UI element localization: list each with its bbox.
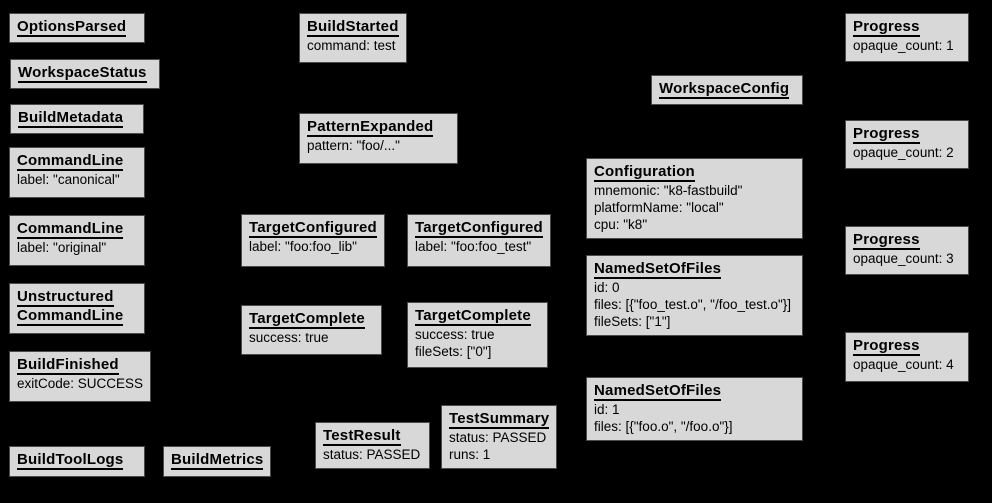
node-field: exitCode: SUCCESS [17, 376, 144, 391]
node-title: BuildMetadata [18, 109, 124, 128]
node-title: CommandLine [17, 152, 124, 171]
node-title: BuildMetrics [171, 451, 264, 470]
node-field: label: "canonical" [17, 172, 120, 187]
node-field: id: 1 [594, 402, 620, 417]
node-named-set-of-files-1: NamedSetOfFiles id: 1 files: [{"foo.o", … [586, 377, 803, 441]
node-field: opaque_count: 4 [853, 357, 954, 372]
node-title: Configuration [594, 163, 695, 182]
node-progress-1: Progress opaque_count: 1 [845, 13, 969, 62]
node-command-line-canonical: CommandLine label: "canonical" [9, 147, 145, 198]
node-title: PatternExpanded [307, 118, 434, 137]
node-field: platformName: "local" [594, 200, 724, 215]
node-field: pattern: "foo/..." [307, 138, 400, 153]
node-progress-4: Progress opaque_count: 4 [845, 332, 969, 382]
node-build-metadata: BuildMetadata [10, 104, 144, 134]
node-title: WorkspaceStatus [18, 64, 147, 83]
node-test-result: TestResult status: PASSED [315, 422, 430, 469]
node-title: BuildToolLogs [17, 451, 124, 470]
node-field: fileSets: ["0"] [415, 344, 492, 359]
node-title: Progress [853, 337, 920, 356]
node-build-finished: BuildFinished exitCode: SUCCESS [9, 351, 152, 402]
node-target-configured-foo-lib: TargetConfigured label: "foo:foo_lib" [241, 214, 385, 267]
node-title: NamedSetOfFiles [594, 382, 722, 401]
node-title: Unstructured [17, 288, 114, 307]
node-options-parsed: OptionsParsed [9, 13, 145, 43]
node-title: TargetConfigured [415, 219, 543, 238]
node-build-started: BuildStarted command: test [299, 13, 407, 63]
node-target-complete-foo-test: TargetComplete success: true fileSets: [… [407, 302, 548, 368]
node-title: OptionsParsed [17, 18, 127, 37]
node-title: WorkspaceConfig [659, 80, 790, 99]
node-field: status: PASSED [449, 430, 547, 445]
node-field: label: "original" [17, 240, 107, 255]
node-pattern-expanded: PatternExpanded pattern: "foo/..." [299, 113, 458, 164]
node-title: CommandLine [17, 220, 124, 239]
node-field: opaque_count: 2 [853, 145, 954, 160]
node-title: TargetConfigured [249, 219, 377, 238]
node-title: BuildFinished [17, 356, 119, 375]
node-field: opaque_count: 3 [853, 251, 954, 266]
node-field: files: [{"foo_test.o", "/foo_test.o"}] [594, 297, 792, 312]
node-field: runs: 1 [449, 447, 491, 462]
node-title: TestResult [323, 427, 401, 446]
node-title: Progress [853, 18, 920, 37]
node-title: CommandLine [17, 307, 124, 326]
node-unstructured-command-line: Unstructured CommandLine [9, 283, 145, 334]
node-field: mnemonic: "k8-fastbuild" [594, 183, 743, 198]
node-workspace-status: WorkspaceStatus [10, 59, 160, 89]
node-field: label: "foo:foo_test" [415, 239, 532, 254]
node-title: TargetComplete [249, 310, 365, 329]
node-field: id: 0 [594, 280, 620, 295]
node-field: success: true [415, 327, 495, 342]
node-target-complete-foo-lib: TargetComplete success: true [241, 305, 382, 355]
node-title: TargetComplete [415, 307, 531, 326]
node-field: command: test [307, 38, 396, 53]
node-title: TestSummary [449, 410, 550, 429]
node-progress-2: Progress opaque_count: 2 [845, 120, 969, 169]
node-field: files: [{"foo.o", "/foo.o"}] [594, 419, 733, 434]
node-field: label: "foo:foo_lib" [249, 239, 357, 254]
node-title: Progress [853, 231, 920, 250]
node-title: Progress [853, 125, 920, 144]
node-workspace-config: WorkspaceConfig [651, 75, 803, 105]
node-field: opaque_count: 1 [853, 38, 954, 53]
node-configuration: Configuration mnemonic: "k8-fastbuild" p… [586, 158, 803, 239]
node-test-summary: TestSummary status: PASSED runs: 1 [441, 405, 558, 469]
node-field: fileSets: ["1"] [594, 314, 671, 329]
node-title: BuildStarted [307, 18, 399, 37]
node-build-metrics: BuildMetrics [163, 446, 272, 477]
node-build-tool-logs: BuildToolLogs [9, 446, 145, 477]
node-named-set-of-files-0: NamedSetOfFiles id: 0 files: [{"foo_test… [586, 255, 803, 336]
node-field: cpu: "k8" [594, 217, 648, 232]
node-title: NamedSetOfFiles [594, 260, 722, 279]
node-command-line-original: CommandLine label: "original" [9, 215, 145, 266]
node-target-configured-foo-test: TargetConfigured label: "foo:foo_test" [407, 214, 551, 267]
node-field: status: PASSED [323, 447, 421, 462]
node-field: success: true [249, 330, 329, 345]
node-progress-3: Progress opaque_count: 3 [845, 226, 969, 275]
